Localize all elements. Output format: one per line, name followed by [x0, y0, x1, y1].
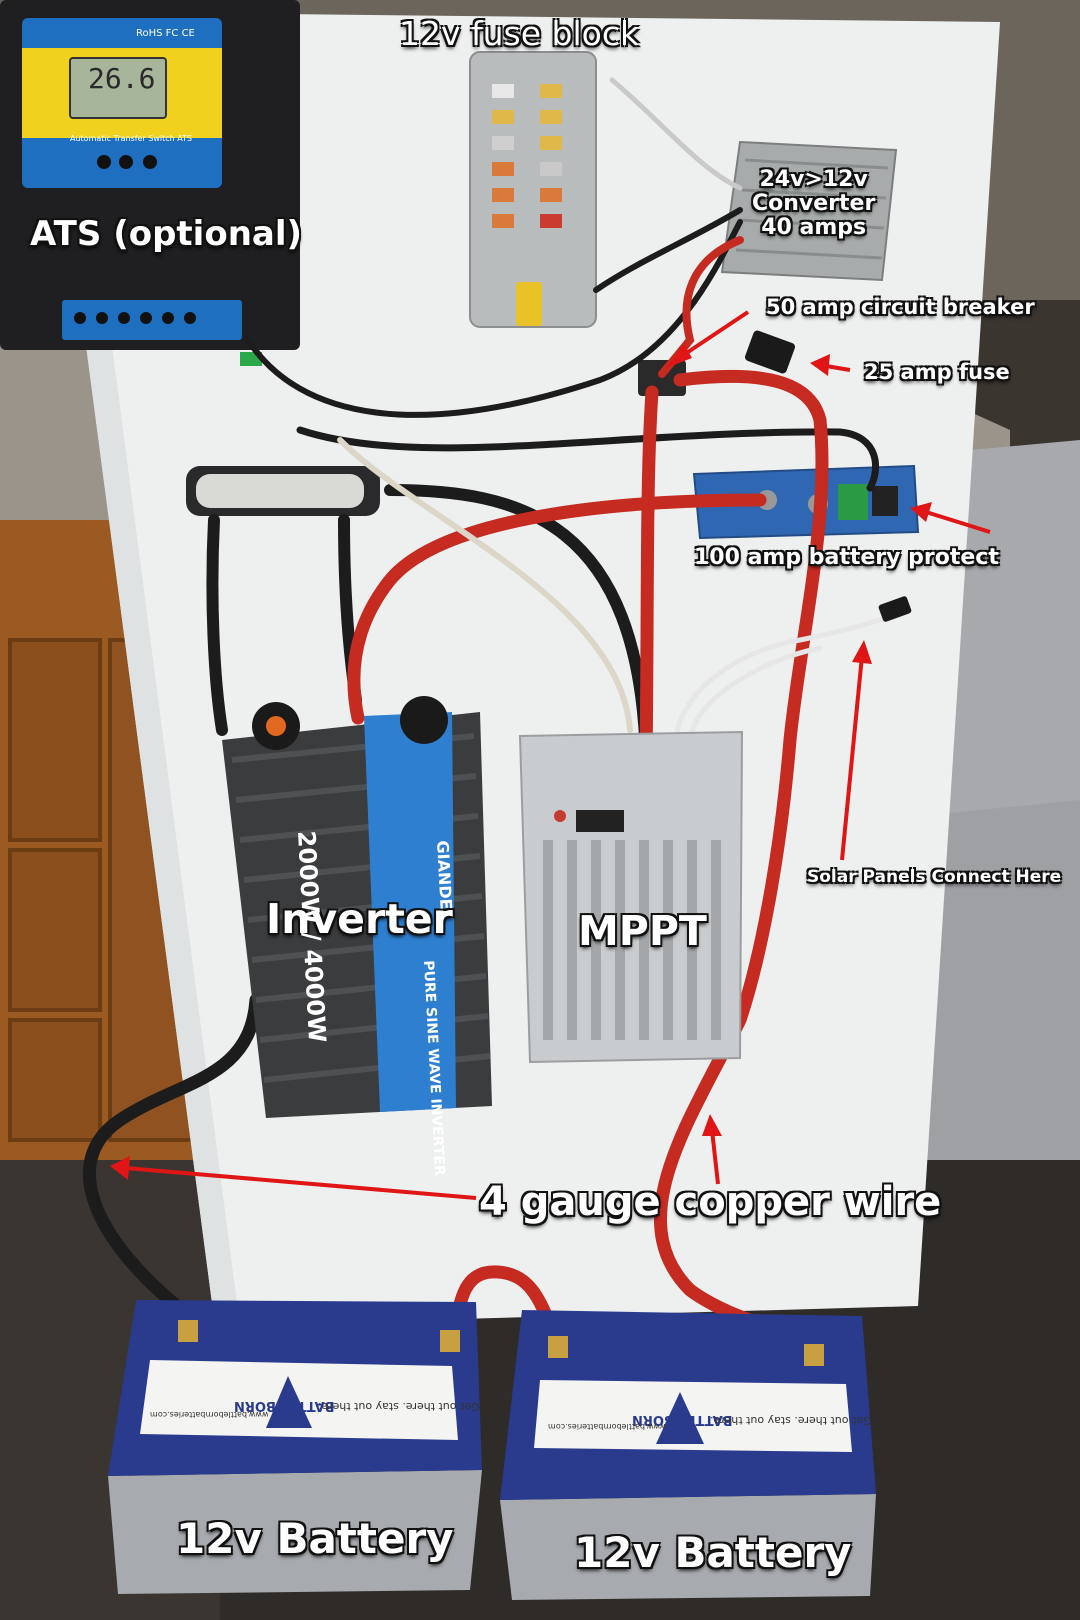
mppt-label: MPPT	[578, 907, 707, 955]
converter-device	[720, 140, 898, 282]
battery-2-tagline-text: Get out there. stay out there.	[710, 1414, 872, 1427]
ats-caption-text: Automatic Transfer Switch ATS	[70, 134, 193, 143]
inverter-label: Inverter	[266, 895, 453, 943]
converter-label-line-3: 40 amps	[761, 215, 867, 241]
battery-left	[108, 1300, 482, 1594]
battery-protect-label: 100 amp battery protect	[694, 545, 999, 570]
battery-2-url-text: www.battlebornbatteries.com	[548, 1422, 667, 1431]
battery-right	[500, 1310, 876, 1600]
converter-label-line-1: 24v>12v	[759, 167, 868, 192]
copper-wire-label: 4 gauge copper wire	[479, 1179, 942, 1225]
wiring	[82, 77, 909, 1353]
converter-label-line-2: Converter	[752, 191, 876, 217]
battery-2-label: 12v Battery	[574, 1528, 852, 1577]
ats-label: ATS (optional)	[30, 214, 303, 254]
fuse-block-device	[469, 51, 597, 328]
fuse-25-label: 25 amp fuse	[864, 360, 1010, 384]
battery-1-tagline-text: Get out there. stay out there.	[318, 1400, 480, 1413]
fuse-block-label: 12v fuse block	[399, 14, 640, 53]
fuse-holder	[744, 330, 796, 374]
battery-protect-device	[692, 464, 920, 540]
solar-connector	[878, 596, 912, 622]
ats-header-text: RoHS FC CE	[136, 28, 195, 39]
converter-label: 24v>12v Converter 40 amps	[752, 167, 876, 241]
ats-display-readout: 26.6	[88, 62, 156, 95]
mppt-device	[518, 730, 744, 1064]
inverter-brand-text: GIANDEL	[433, 840, 457, 921]
circuit-breaker-label: 50 amp circuit breaker	[766, 295, 1035, 319]
annotation-arrows	[110, 310, 991, 1200]
battery-1-url-text: www.battlebornbatteries.com	[150, 1410, 269, 1419]
inverter-device	[222, 696, 492, 1118]
solar-label: Solar Panels Connect Here	[807, 867, 1062, 887]
battery-1-label: 12v Battery	[176, 1514, 454, 1563]
ats-device	[0, 0, 300, 366]
